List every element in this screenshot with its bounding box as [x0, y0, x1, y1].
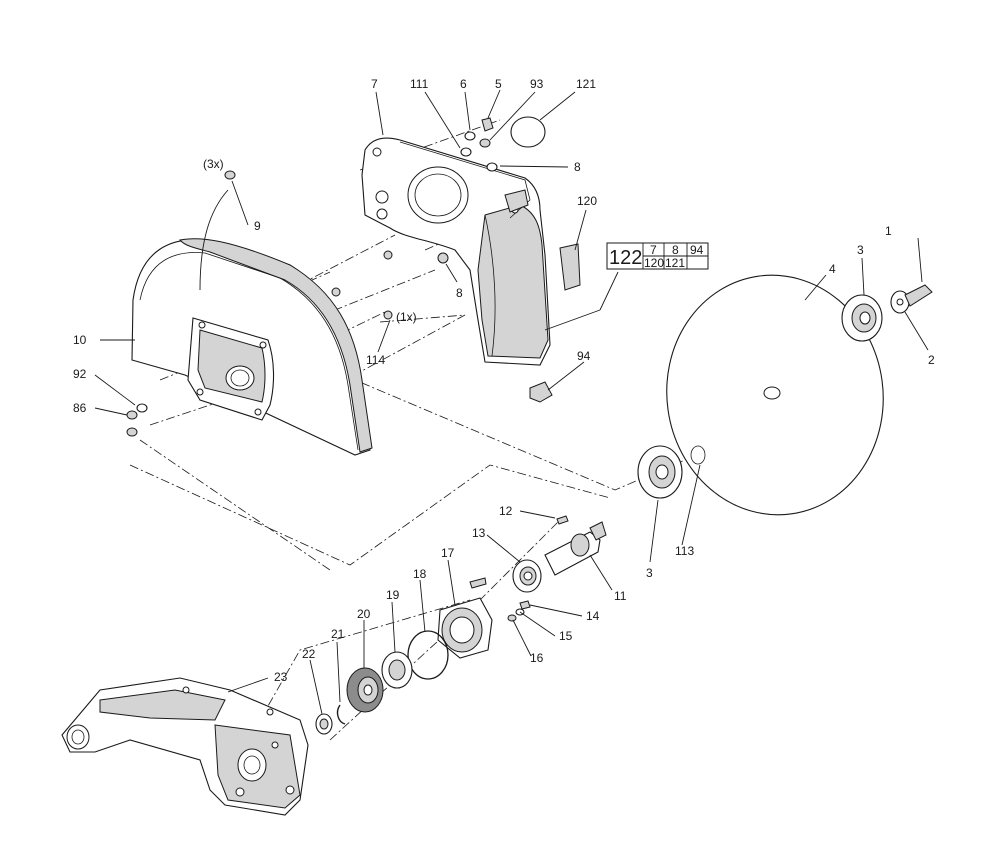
callout-8-upper: 8 — [574, 160, 581, 174]
callout-1: 1 — [885, 224, 892, 238]
callout-3-upper: 3 — [857, 243, 864, 257]
callout-121: 121 — [576, 77, 596, 91]
callout-labels: 1 3 4 2 7 111 6 5 93 121 8 (3x) 9 120 8 … — [73, 77, 935, 684]
blade-hardware — [637, 284, 933, 499]
callout-114-qty: (1x) — [396, 310, 417, 324]
cutting-blade — [666, 274, 884, 516]
outer-blade-guard — [131, 238, 373, 456]
callout-8-lower: 8 — [456, 286, 463, 300]
callout-3-lower: 3 — [646, 566, 653, 580]
drive-train — [315, 515, 607, 735]
callout-10: 10 — [73, 333, 87, 347]
callout-7: 7 — [371, 77, 378, 91]
kit-cell-r1c2: 8 — [672, 243, 679, 257]
callout-14: 14 — [586, 609, 600, 623]
callout-18: 18 — [413, 567, 427, 581]
kit-cell-r1c1: 7 — [650, 243, 657, 257]
callout-94: 94 — [577, 349, 591, 363]
callout-111: 111 — [410, 77, 429, 91]
leader-lines — [94, 89, 929, 715]
callout-5: 5 — [495, 77, 502, 91]
callout-4: 4 — [829, 262, 836, 276]
kit-contents-table: 122 7 8 94 120 121 — [606, 242, 709, 270]
kit-cell-r1c3: 94 — [690, 243, 704, 257]
callout-22: 22 — [302, 647, 316, 661]
callout-23: 23 — [274, 670, 288, 684]
callout-9-qty: (3x) — [203, 157, 224, 171]
callout-86: 86 — [73, 401, 87, 415]
callout-19: 19 — [386, 588, 400, 602]
callout-113: 113 — [675, 544, 694, 558]
callout-21: 21 — [331, 627, 345, 641]
callout-17: 17 — [441, 546, 455, 560]
guard-hardware — [126, 116, 581, 437]
callout-6: 6 — [460, 77, 467, 91]
gear-housing-arm — [61, 677, 309, 816]
callout-16: 16 — [530, 651, 544, 665]
callout-120: 120 — [577, 194, 597, 208]
callout-2: 2 — [928, 353, 935, 367]
kit-cell-r2c2: 121 — [665, 256, 685, 270]
callout-20: 20 — [357, 607, 371, 621]
kit-number: 122 — [609, 247, 642, 269]
upper-fixed-guard — [361, 137, 551, 366]
callout-13: 13 — [472, 526, 486, 540]
callout-15: 15 — [559, 629, 573, 643]
callout-11: 11 — [614, 589, 627, 603]
callout-92: 92 — [73, 367, 87, 381]
callout-12: 12 — [499, 504, 513, 518]
callout-9: 9 — [254, 219, 261, 233]
kit-cell-r2c1: 120 — [644, 256, 664, 270]
callout-114: 114 — [366, 353, 385, 367]
callout-93: 93 — [530, 77, 544, 91]
